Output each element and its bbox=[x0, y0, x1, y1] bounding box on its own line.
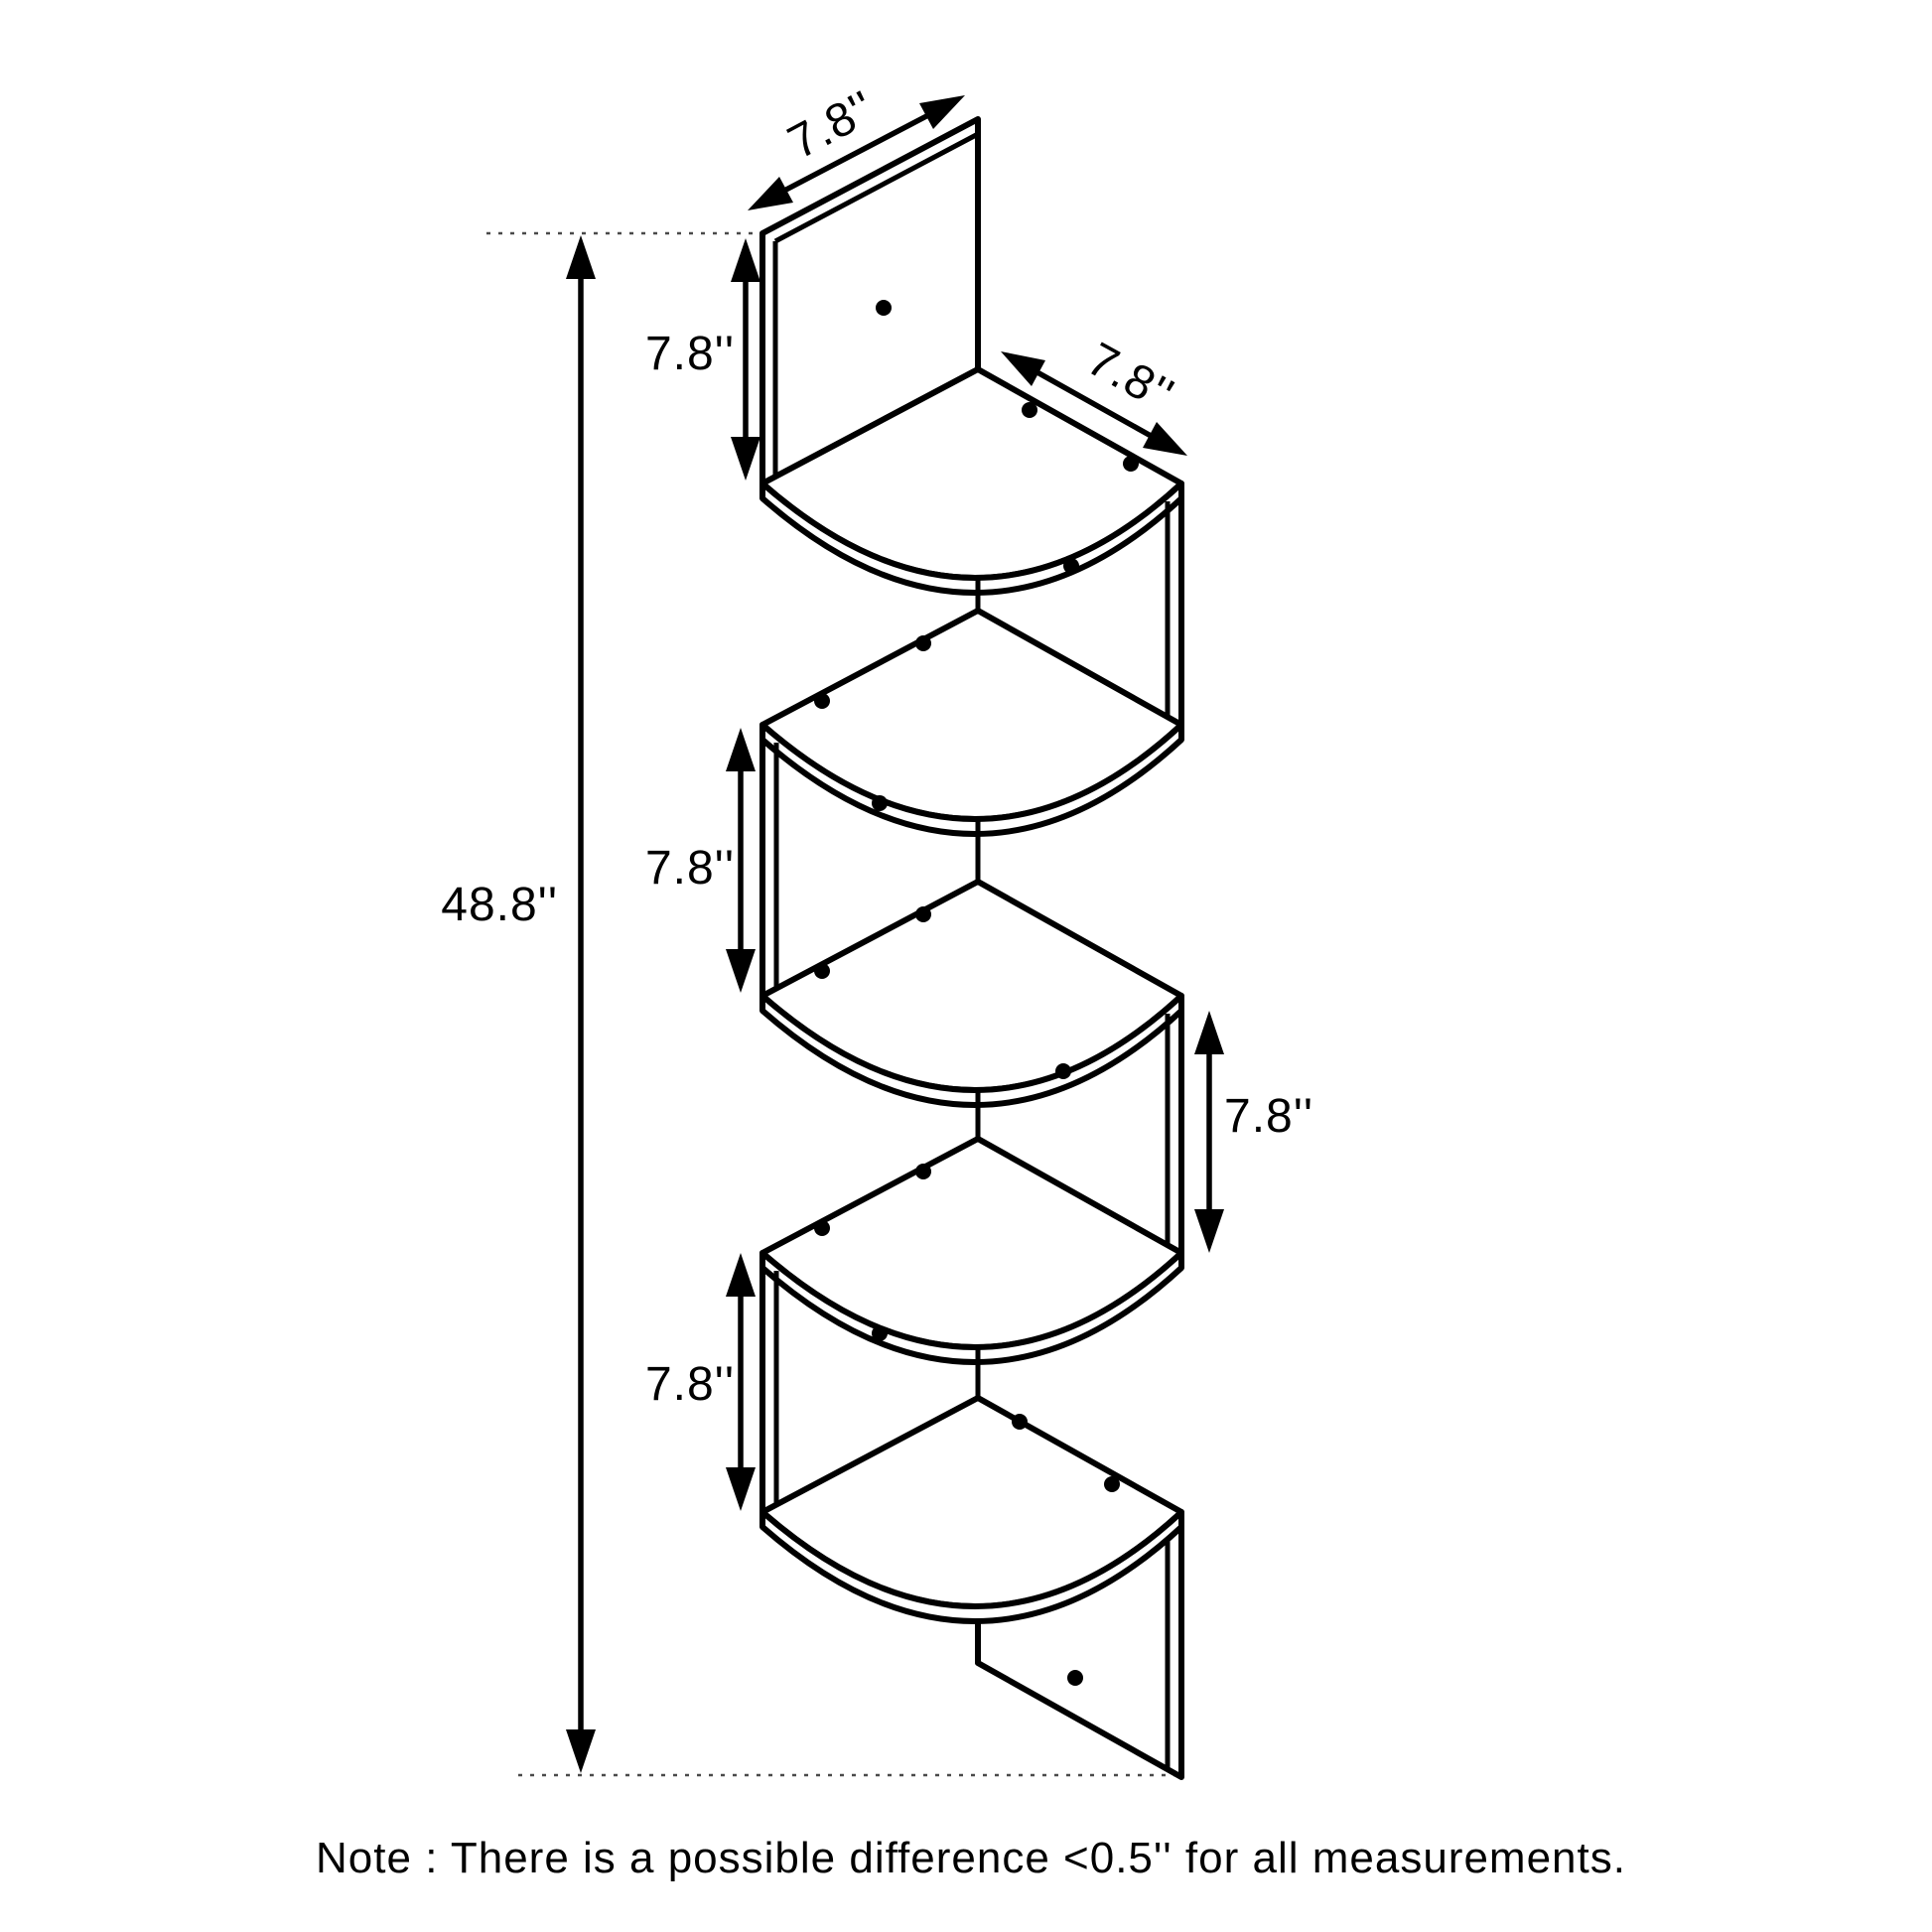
shelf-4 bbox=[759, 1136, 1184, 1365]
shelf-3 bbox=[759, 879, 1184, 1108]
shelf-2 bbox=[759, 608, 1184, 837]
shelf-depth-dimension-arrow bbox=[1001, 351, 1187, 456]
tier1-right-panel bbox=[975, 498, 1184, 725]
peg-hole-dots bbox=[814, 300, 1139, 1686]
overall-height-label: 48.8'' bbox=[441, 879, 558, 931]
panel-height-dimension-arrow bbox=[731, 238, 760, 481]
panel-height-dimension-label: 7.8'' bbox=[645, 328, 735, 380]
tier2-dimension-label: 7.8'' bbox=[645, 842, 735, 895]
tier3-dimension-arrow bbox=[1194, 1011, 1224, 1253]
tier4-left-panel bbox=[759, 1268, 981, 1512]
tier3-dimension-label: 7.8'' bbox=[1224, 1090, 1313, 1143]
shelf-5 bbox=[759, 1395, 1184, 1624]
tier3-right-panel bbox=[975, 1011, 1184, 1253]
top-edge-dimension-arrow bbox=[748, 95, 965, 210]
overall-height-dimension-arrow bbox=[566, 235, 596, 1773]
corner-shelf-drawing bbox=[759, 116, 1184, 1780]
tier2-left-panel bbox=[759, 740, 981, 996]
tier4-dimension-arrow bbox=[726, 1253, 756, 1511]
tier4-dimension-label: 7.8'' bbox=[645, 1358, 735, 1411]
measurement-note: Note : There is a possible difference <0… bbox=[316, 1834, 1626, 1882]
tier2-dimension-arrow bbox=[726, 728, 756, 993]
